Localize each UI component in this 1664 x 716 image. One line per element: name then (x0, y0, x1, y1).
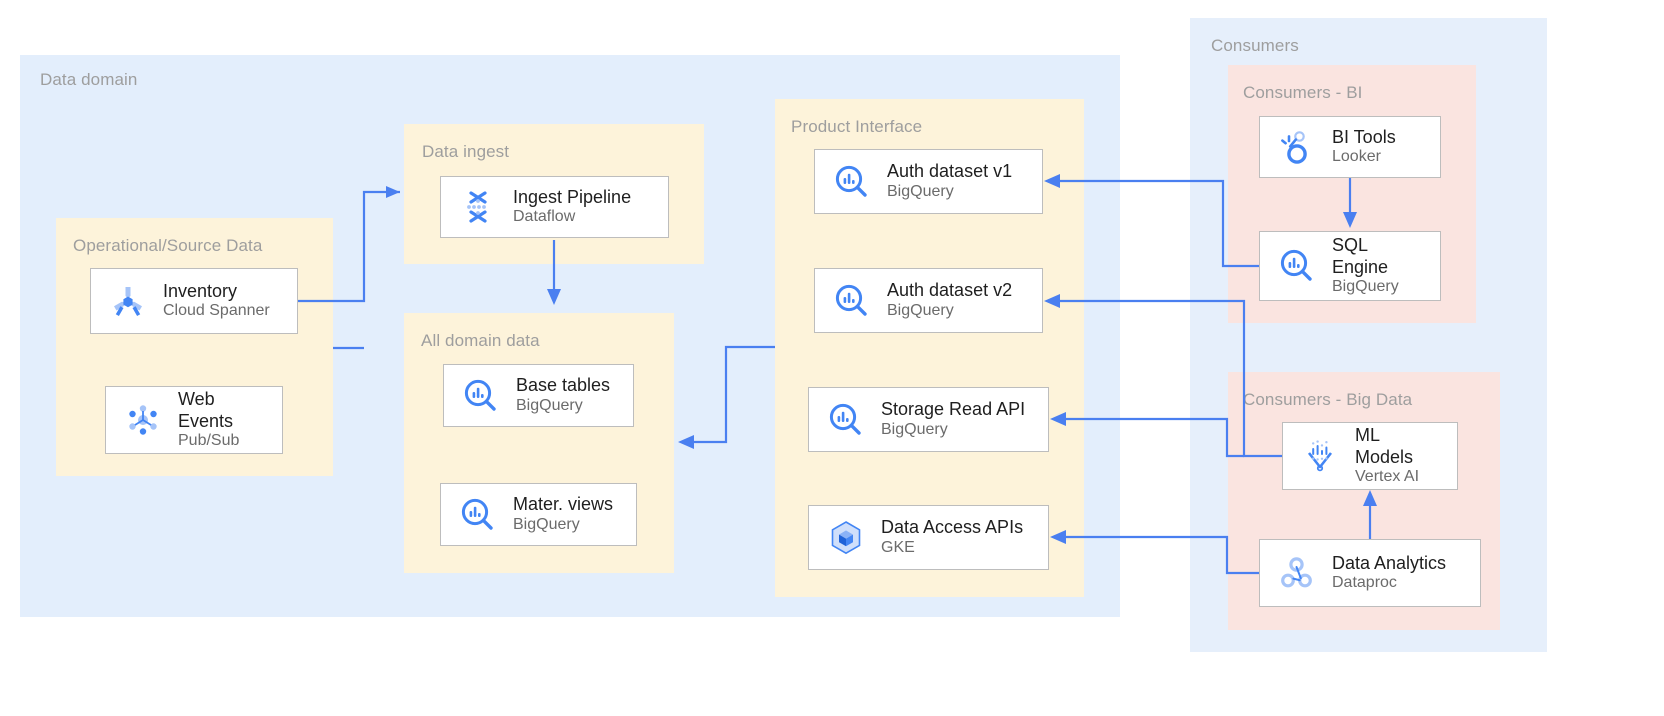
node-data-access-apis-text: Data Access APIs GKE (881, 517, 1023, 557)
node-storage-read-api[interactable]: Storage Read API BigQuery (808, 387, 1049, 452)
node-web-events-title-line1: Web (178, 389, 215, 410)
node-auth-dataset-v2-subtitle: BigQuery (887, 301, 954, 319)
node-storage-read-api-text: Storage Read API BigQuery (881, 399, 1025, 439)
node-auth-dataset-v1-text: Auth dataset v1 BigQuery (887, 161, 1012, 201)
cloud-spanner-icon (105, 278, 151, 324)
group-product-interface-label: Product Interface (791, 117, 923, 136)
node-ml-models-title-line2: Models (1355, 446, 1414, 467)
node-data-analytics-title: Data Analytics (1332, 552, 1447, 573)
node-web-events[interactable]: Web Events Pub/Sub (105, 386, 283, 454)
node-mater-views-title: Mater. views (513, 494, 614, 515)
bigquery-icon (829, 159, 875, 205)
node-sql-engine-title-line2: Engine (1332, 256, 1389, 277)
node-mater-views[interactable]: Mater. views BigQuery (440, 483, 637, 546)
group-operational-source-data-label: Operational/Source Data (73, 236, 263, 255)
node-mater-views-text: Mater. views BigQuery (513, 494, 613, 534)
node-data-access-apis-title: Data Access APIs (881, 517, 1024, 538)
node-bi-tools-text: BI Tools Looker (1332, 127, 1396, 167)
group-data-ingest-label: Data ingest (422, 142, 510, 161)
node-sql-engine-subtitle: BigQuery (1332, 277, 1399, 295)
node-ml-models-subtitle: Vertex AI (1355, 467, 1420, 485)
gke-icon (823, 515, 869, 561)
node-data-analytics[interactable]: Data Analytics Dataproc (1259, 539, 1481, 607)
node-web-events-text: Web Events Pub/Sub (178, 389, 239, 450)
node-base-tables-title: Base tables (516, 375, 611, 396)
pubsub-icon (120, 397, 166, 443)
node-inventory[interactable]: Inventory Cloud Spanner (90, 268, 298, 334)
node-ingest-pipeline-subtitle: Dataflow (513, 208, 576, 226)
node-data-access-apis[interactable]: Data Access APIs GKE (808, 505, 1049, 570)
bigquery-icon (458, 373, 504, 419)
group-consumers-label: Consumers (1211, 36, 1299, 55)
node-auth-dataset-v1-title: Auth dataset v1 (887, 161, 1013, 182)
node-sql-engine-title-line1: SQL (1332, 235, 1369, 256)
node-base-tables-text: Base tables BigQuery (516, 375, 610, 415)
node-base-tables[interactable]: Base tables BigQuery (443, 364, 634, 427)
node-sql-engine[interactable]: SQL Engine BigQuery (1259, 231, 1441, 301)
node-inventory-text: Inventory Cloud Spanner (163, 281, 270, 321)
group-consumers-bi-label: Consumers - BI (1243, 83, 1363, 102)
dataproc-icon (1274, 550, 1320, 596)
bigquery-icon (829, 278, 875, 324)
node-ingest-pipeline-title: Ingest Pipeline (513, 186, 632, 207)
bigquery-icon (1274, 243, 1320, 289)
vertex-ai-icon (1297, 433, 1343, 479)
node-ml-models-text: ML Models Vertex AI (1355, 425, 1419, 486)
node-auth-dataset-v2-title: Auth dataset v2 (887, 280, 1013, 301)
group-data-domain-label: Data domain (40, 70, 138, 89)
looker-icon (1274, 124, 1320, 170)
node-ml-models[interactable]: ML Models Vertex AI (1282, 422, 1458, 490)
node-sql-engine-text: SQL Engine BigQuery (1332, 235, 1399, 296)
group-consumers-big-data-label: Consumers - Big Data (1243, 390, 1413, 409)
node-auth-dataset-v1-subtitle: BigQuery (887, 182, 954, 200)
node-data-analytics-subtitle: Dataproc (1332, 574, 1397, 592)
node-ml-models-title-line1: ML (1355, 425, 1381, 446)
node-ingest-pipeline-text: Ingest Pipeline Dataflow (513, 187, 631, 227)
node-web-events-subtitle: Pub/Sub (178, 431, 240, 449)
node-auth-dataset-v2-text: Auth dataset v2 BigQuery (887, 280, 1012, 320)
node-ingest-pipeline[interactable]: Ingest Pipeline Dataflow (440, 176, 669, 238)
node-storage-read-api-subtitle: BigQuery (881, 420, 948, 438)
group-all-domain-data-label: All domain data (421, 331, 540, 350)
node-data-access-apis-subtitle: GKE (881, 538, 915, 556)
bigquery-icon (823, 397, 869, 443)
node-web-events-title-line2: Events (178, 410, 234, 431)
node-inventory-subtitle: Cloud Spanner (163, 302, 270, 320)
bigquery-icon (455, 492, 501, 538)
node-data-analytics-text: Data Analytics Dataproc (1332, 553, 1446, 593)
node-bi-tools-subtitle: Looker (1332, 148, 1381, 166)
node-bi-tools-title: BI Tools (1332, 126, 1396, 147)
node-mater-views-subtitle: BigQuery (513, 515, 580, 533)
node-storage-read-api-title: Storage Read API (881, 399, 1026, 420)
node-auth-dataset-v2[interactable]: Auth dataset v2 BigQuery (814, 268, 1043, 333)
node-base-tables-subtitle: BigQuery (516, 396, 583, 414)
node-inventory-title: Inventory (163, 280, 238, 301)
dataflow-icon (455, 184, 501, 230)
node-auth-dataset-v1[interactable]: Auth dataset v1 BigQuery (814, 149, 1043, 214)
node-bi-tools[interactable]: BI Tools Looker (1259, 116, 1441, 178)
